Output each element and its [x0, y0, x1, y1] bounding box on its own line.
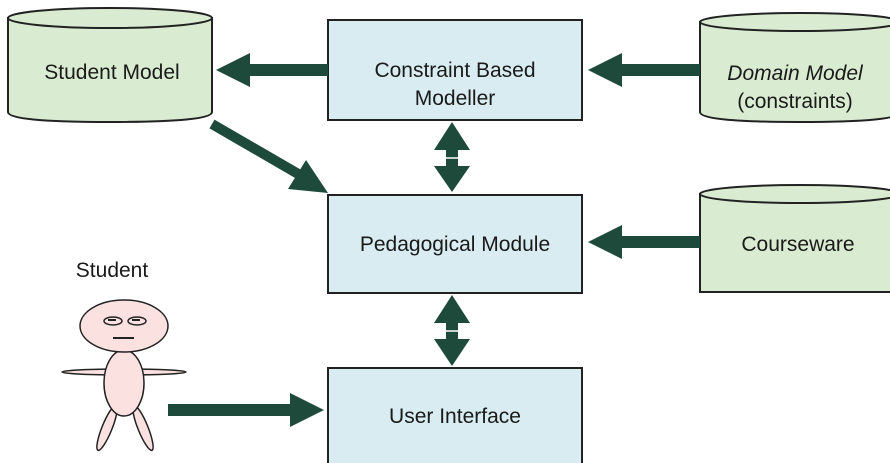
cbm-node: Constraint Based Modeller [327, 19, 583, 121]
domain-model-node: Domain Model (constraints) [699, 12, 890, 124]
arrow-student-model-to-pedagogical-shaft [209, 119, 303, 180]
domain-model-label-line1: Domain Model [727, 62, 864, 85]
arrow-cbm-to-student-model [216, 53, 328, 87]
student-figure: Student [61, 259, 187, 452]
courseware-node: Courseware [699, 184, 890, 293]
courseware-top [699, 184, 890, 204]
cbm-label-line2: Modeller [415, 87, 496, 110]
student-model-node: Student Model [7, 7, 213, 124]
arrow-courseware-to-pedagogical [588, 225, 700, 259]
domain-model-label-line2: (constraints) [737, 90, 853, 113]
student-head [79, 299, 169, 353]
ui-box [327, 367, 583, 463]
arrow-cbm-pedagogical-bidirectional [434, 122, 470, 192]
pedagogical-label: Pedagogical Module [360, 233, 550, 256]
pedagogical-box [327, 194, 583, 294]
ui-label: User Interface [389, 405, 521, 428]
student-model-body [7, 17, 213, 124]
ui-node: User Interface [327, 367, 583, 463]
domain-model-top [699, 12, 890, 32]
cbm-box [327, 19, 583, 121]
arrow-domain-to-cbm [588, 53, 700, 87]
cbm-label-line1: Constraint Based [374, 59, 535, 82]
arrow-student-model-to-pedagogical-head [288, 160, 328, 193]
domain-model-body [699, 21, 890, 124]
student-model-label: Student Model [44, 61, 179, 84]
courseware-label: Courseware [741, 233, 854, 256]
student-body [103, 349, 145, 417]
student-label: Student [76, 259, 149, 282]
pedagogical-node: Pedagogical Module [327, 194, 583, 294]
student-model-top [7, 7, 213, 29]
arrow-student-to-ui [168, 393, 324, 427]
